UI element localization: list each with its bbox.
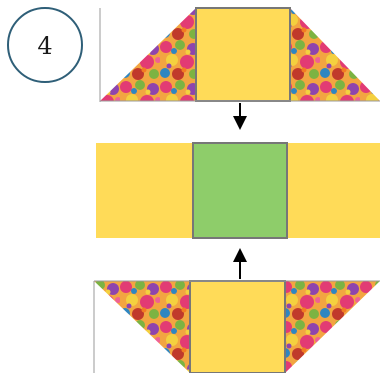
bottom-flying-geese-unit [94, 281, 380, 373]
up-arrow [233, 248, 247, 279]
middle-left-yellow-rect [96, 143, 194, 238]
step-badge: 4 [8, 8, 82, 82]
down-arrow-head [233, 116, 247, 130]
top-yellow-square [196, 8, 290, 101]
up-arrow-head [233, 248, 247, 262]
bottom-yellow-square [190, 281, 285, 373]
center-green-square [193, 143, 287, 238]
top-flying-geese-unit [100, 8, 380, 102]
middle-right-yellow-rect [286, 143, 380, 238]
middle-strip [96, 143, 380, 238]
down-arrow [233, 103, 247, 130]
step-number: 4 [37, 32, 52, 60]
